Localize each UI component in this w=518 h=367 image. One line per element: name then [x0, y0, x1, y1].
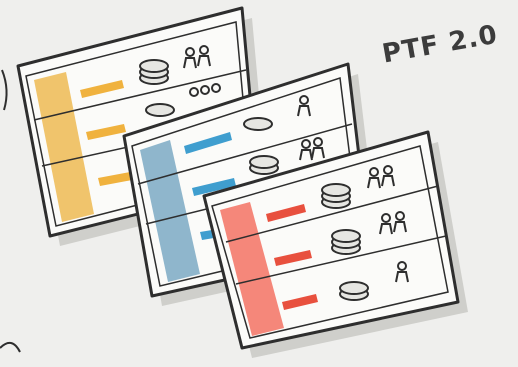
- card-yellow-label-bar-3: [98, 172, 132, 186]
- coin-stack-icon: [339, 281, 369, 301]
- card-blue-accent-bar: [140, 140, 200, 282]
- card-yellow-label-bar-1: [80, 80, 124, 98]
- coin-stack-icon: [249, 155, 279, 175]
- card-red-label-bar-3: [282, 294, 318, 310]
- sketch-mark-bottom: [0, 341, 21, 353]
- sketch-mark-left: [1, 69, 8, 111]
- card-red-label-bar-2: [274, 250, 312, 266]
- dots-icon: [189, 83, 221, 97]
- coin-stack-icon: [321, 183, 351, 209]
- coin-stack-icon: [139, 59, 169, 85]
- card-red-accent-bar: [220, 202, 284, 336]
- card-blue-label-bar-1: [184, 132, 232, 154]
- card-red: [202, 130, 468, 358]
- card-red-label-bar-1: [266, 204, 306, 222]
- people-icon: [367, 165, 395, 189]
- people-icon: [379, 211, 407, 235]
- person-icon: [297, 95, 311, 117]
- people-icon: [299, 137, 325, 161]
- coin-icon: [145, 103, 175, 117]
- people-icon: [183, 45, 211, 69]
- card-blue-label-bar-3: [200, 230, 214, 240]
- coin-icon: [243, 117, 273, 131]
- card-yellow-accent-bar: [34, 72, 94, 222]
- card-yellow-label-bar-2: [86, 124, 126, 140]
- person-icon: [395, 261, 409, 283]
- card-blue-label-bar-2: [192, 178, 236, 196]
- coin-stack-icon: [331, 229, 361, 255]
